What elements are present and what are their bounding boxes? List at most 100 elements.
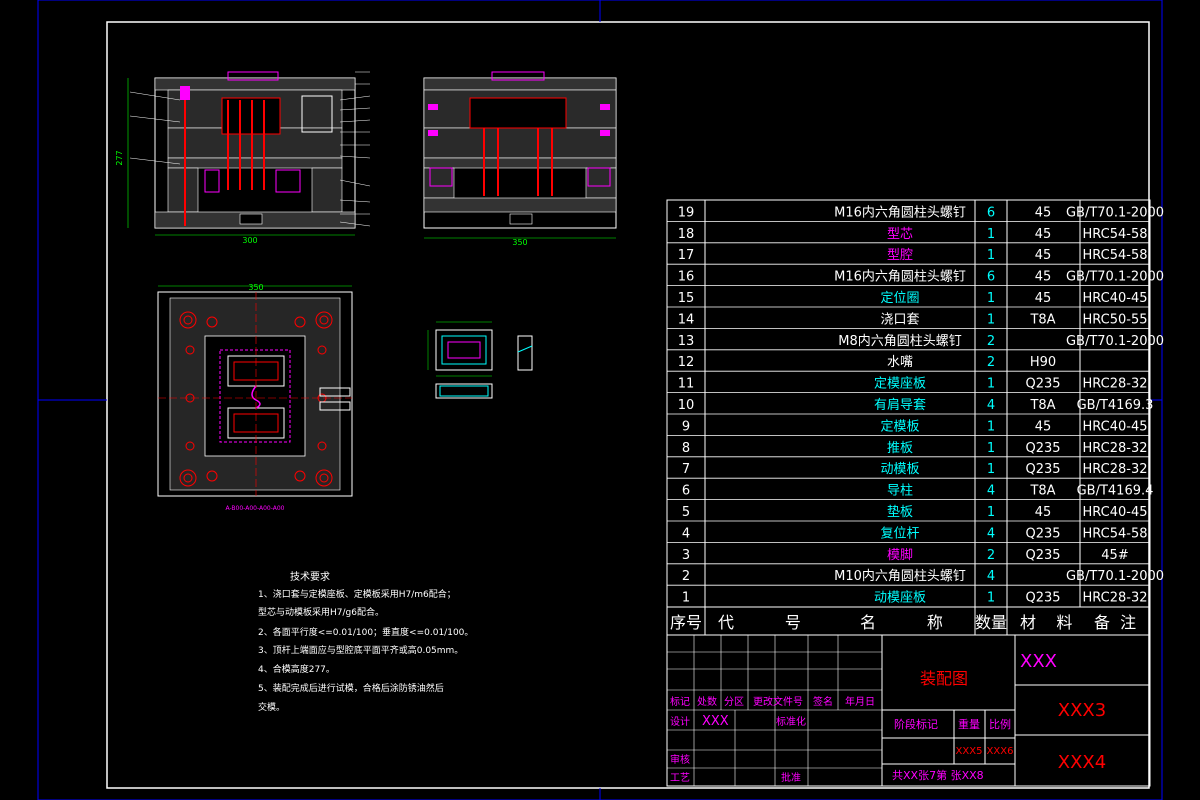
height-dim: 277	[115, 150, 124, 165]
plan-view: 350 A-B00-A00-A00-A00	[157, 283, 353, 512]
bom-cell-material: H90	[1030, 355, 1056, 370]
bom-cell-name: 定位圈	[880, 291, 919, 306]
bom-cell-no: 17	[678, 248, 695, 263]
bom-cell-material: 45	[1035, 505, 1052, 520]
bom-cell-no: 19	[678, 205, 695, 220]
bom-row: 3 模脚 2 Q235 45#	[667, 542, 1150, 563]
bom-cell-note: HRC50-55	[1082, 312, 1147, 327]
bom-cell-note: GB/T70.1-2000	[1066, 205, 1164, 220]
bom-cell-note: GB/T70.1-2000	[1066, 334, 1164, 349]
bom-cell-material: Q235	[1025, 526, 1060, 541]
bom-cell-note: HRC28-32	[1082, 591, 1147, 606]
field-xxx4: XXX4	[1058, 752, 1106, 773]
bom-cell-qty: 6	[987, 270, 995, 285]
tech-req-line: 2、各面平行度<=0.01/100；垂直度<=0.01/100。	[258, 626, 473, 638]
bom-cell-material: 45	[1035, 291, 1052, 306]
bom-cell-note: GB/T4169.4	[1077, 484, 1154, 499]
title-block	[666, 634, 1151, 787]
bom-cell-no: 12	[678, 355, 695, 370]
label-change-doc: 更改文件号	[753, 695, 803, 708]
bom-cell-note: GB/T70.1-2000	[1066, 270, 1164, 285]
tech-req-line: 交模。	[258, 701, 285, 713]
bom-cell-no: 13	[678, 334, 695, 349]
bom-cell-note: HRC40-45	[1082, 419, 1147, 434]
bom-cell-no: 18	[678, 227, 695, 242]
bom-cell-material: 45	[1035, 227, 1052, 242]
bom-cell-no: 6	[682, 484, 690, 499]
bom-cell-name: 复位杆	[880, 526, 919, 541]
bom-cell-note: HRC40-45	[1082, 291, 1147, 306]
bom-cell-note: HRC54-58	[1082, 227, 1147, 242]
bom-cell-material: 45	[1035, 419, 1052, 434]
bom-cell-material: Q235	[1025, 591, 1060, 606]
bom-cell-name: M16内六角圆柱头螺钉	[834, 204, 966, 220]
bom-cell-name: 有肩导套	[874, 397, 926, 413]
technical-requirements: 技术要求 1、浇口套与定模座板、定模板采用H7/m6配合； 型芯与动模板采用H7…	[258, 570, 473, 713]
bom-cell-no: 9	[682, 419, 690, 434]
part-views	[427, 321, 533, 399]
bom-cell-no: 11	[678, 377, 695, 392]
bom-header-no: 序号	[670, 613, 702, 632]
bom-cell-note: HRC28-32	[1082, 441, 1147, 456]
bom-cell-name: 推板	[887, 441, 913, 456]
bom-cell-material: Q235	[1025, 548, 1060, 563]
bom-cell-name: 定模座板	[874, 377, 926, 392]
label-standard: 标准化	[776, 715, 806, 728]
label-date: 年月日	[845, 695, 875, 708]
bom-cell-note: HRC54-58	[1082, 526, 1147, 541]
bom-cell-name: 导柱	[887, 484, 913, 499]
bom-cell-note: HRC40-45	[1082, 505, 1147, 520]
inner-frame	[106, 21, 1150, 789]
bom-cell-qty: 1	[987, 591, 995, 606]
bom-cell-name: 水嘴	[887, 355, 913, 370]
bom-header-code: 代 号	[718, 613, 801, 632]
bom-cell-qty: 2	[987, 548, 995, 563]
bom-cell-no: 10	[678, 398, 695, 413]
bom-cell-qty: 4	[987, 398, 995, 413]
side-width-dim: 350	[512, 238, 527, 247]
bom-cell-qty: 1	[987, 419, 995, 434]
bom-cell-material: T8A	[1029, 484, 1055, 499]
bom-cell-no: 7	[682, 462, 690, 477]
bom-cell-qty: 2	[987, 334, 995, 349]
bom-cell-material: 45	[1035, 270, 1052, 285]
bom-cell-note: 45#	[1101, 548, 1128, 563]
bom-header-material: 材 料	[1020, 613, 1072, 632]
title-block-text: 装配图 XXX XXX3 XXX4 XXX5 XXX6 共XX张7第 张XX8 …	[670, 651, 1106, 784]
bom-cell-material: Q235	[1025, 441, 1060, 456]
bom-cell-qty: 1	[987, 312, 995, 327]
tech-req-line: 型芯与动模板采用H7/g6配合。	[258, 606, 384, 618]
bom-cell-qty: 4	[987, 526, 995, 541]
bom-cell-name: 定模板	[880, 419, 919, 434]
label-mark: 标记	[670, 696, 690, 708]
label-stage: 阶段标记	[894, 717, 938, 731]
bom-cell-note: GB/T70.1-2000	[1066, 569, 1164, 584]
bom-cell-qty: 1	[987, 462, 995, 477]
label-weight: 重量	[958, 717, 980, 731]
tech-req-line: 1、浇口套与定模座板、定模板采用H7/m6配合；	[258, 588, 456, 600]
bom-header-row: 序号 代 号 名 称 数量 材 料 备 注	[670, 613, 1136, 632]
bom-cell-note: HRC28-32	[1082, 377, 1147, 392]
bom-cell-material: 45	[1035, 205, 1052, 220]
bom-cell-no: 16	[678, 270, 695, 285]
label-review: 审核	[670, 753, 690, 766]
bom-cell-material: Q235	[1025, 462, 1060, 477]
bom-cell-name: 模脚	[887, 547, 913, 563]
field-xxx5: XXX5	[956, 746, 983, 757]
bom-cell-no: 3	[682, 548, 690, 563]
bom-cell-note: GB/T4169.3	[1077, 398, 1154, 413]
tech-req-line: 3、顶杆上端面应与型腔底平面平齐或高0.05mm。	[258, 644, 463, 656]
field-xxx3: XXX3	[1058, 700, 1106, 721]
bom-cell-name: 动模板	[880, 462, 919, 477]
plan-note: A-B00-A00-A00-A00	[226, 505, 285, 512]
bom-cell-no: 5	[682, 505, 690, 520]
